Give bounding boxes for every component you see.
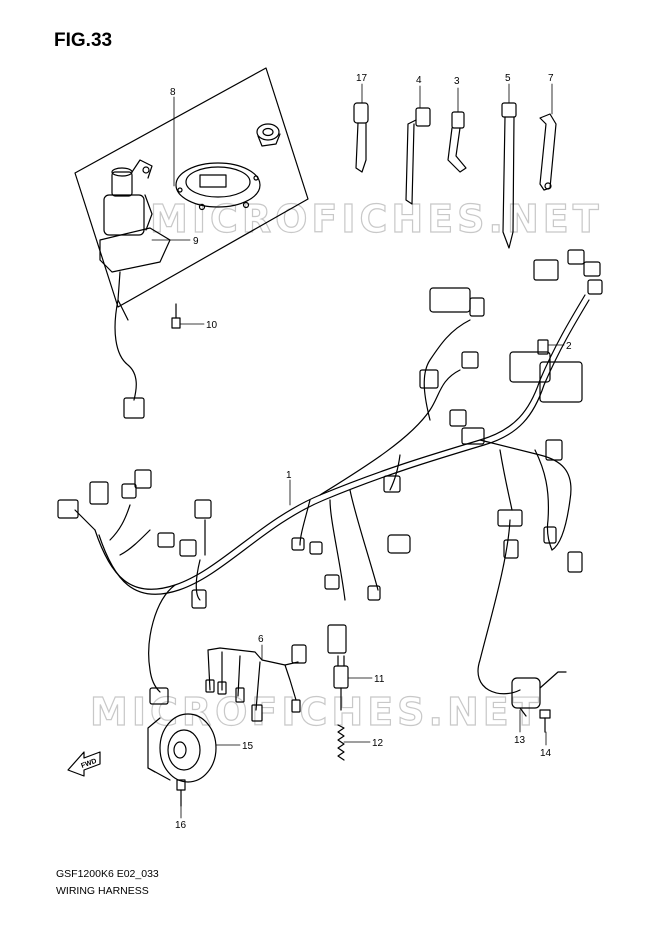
watermark-bottom: MICROFICHES.NET	[90, 690, 543, 734]
forward-arrow-icon	[67, 751, 101, 777]
seat-lock	[256, 123, 281, 147]
callout-15: 15	[242, 741, 254, 752]
callout-1: 1	[286, 470, 292, 481]
callout-5: 5	[505, 73, 511, 84]
ignition-switch	[99, 159, 171, 321]
leader-lines	[151, 83, 565, 819]
screw-14	[539, 709, 551, 733]
lead-wire-6	[205, 644, 307, 722]
key-17	[353, 102, 369, 173]
bolt-10	[171, 303, 181, 329]
switch-11	[333, 655, 349, 711]
callout-13: 13	[514, 735, 526, 746]
diagram-code: GSF1200K6 E02_033	[56, 868, 159, 880]
key-set-panel	[74, 67, 309, 321]
spring-12	[337, 724, 345, 761]
clamp-7	[539, 113, 557, 191]
callout-4: 4	[416, 75, 422, 86]
figure-title: FIG.33	[54, 30, 113, 51]
diagram-caption: WIRING HARNESS	[56, 885, 149, 897]
callout-12: 12	[372, 738, 384, 749]
clamp-4	[405, 107, 431, 205]
callout-17: 17	[356, 73, 368, 84]
fuse-2	[537, 339, 549, 355]
footer: GSF1200K6 E02_033 WIRING HARNESS	[56, 866, 159, 900]
clamp-3	[447, 111, 467, 173]
watermark-top: MICROFICHES.NET	[150, 197, 603, 241]
callout-11: 11	[374, 674, 385, 685]
bolt-16	[176, 779, 186, 807]
horn-15	[147, 713, 217, 783]
sensor-13	[511, 671, 567, 717]
callout-3: 3	[454, 76, 460, 87]
callout-8: 8	[170, 87, 176, 98]
callout-6: 6	[258, 634, 264, 645]
callout-14: 14	[540, 748, 552, 759]
callout-2: 2	[566, 341, 572, 352]
callout-10: 10	[206, 320, 218, 331]
callout-16: 16	[175, 820, 187, 831]
fuel-cap-lock	[175, 162, 261, 211]
callout-7: 7	[548, 73, 554, 84]
callout-9: 9	[193, 236, 199, 247]
main-wiring-harness	[57, 249, 603, 705]
